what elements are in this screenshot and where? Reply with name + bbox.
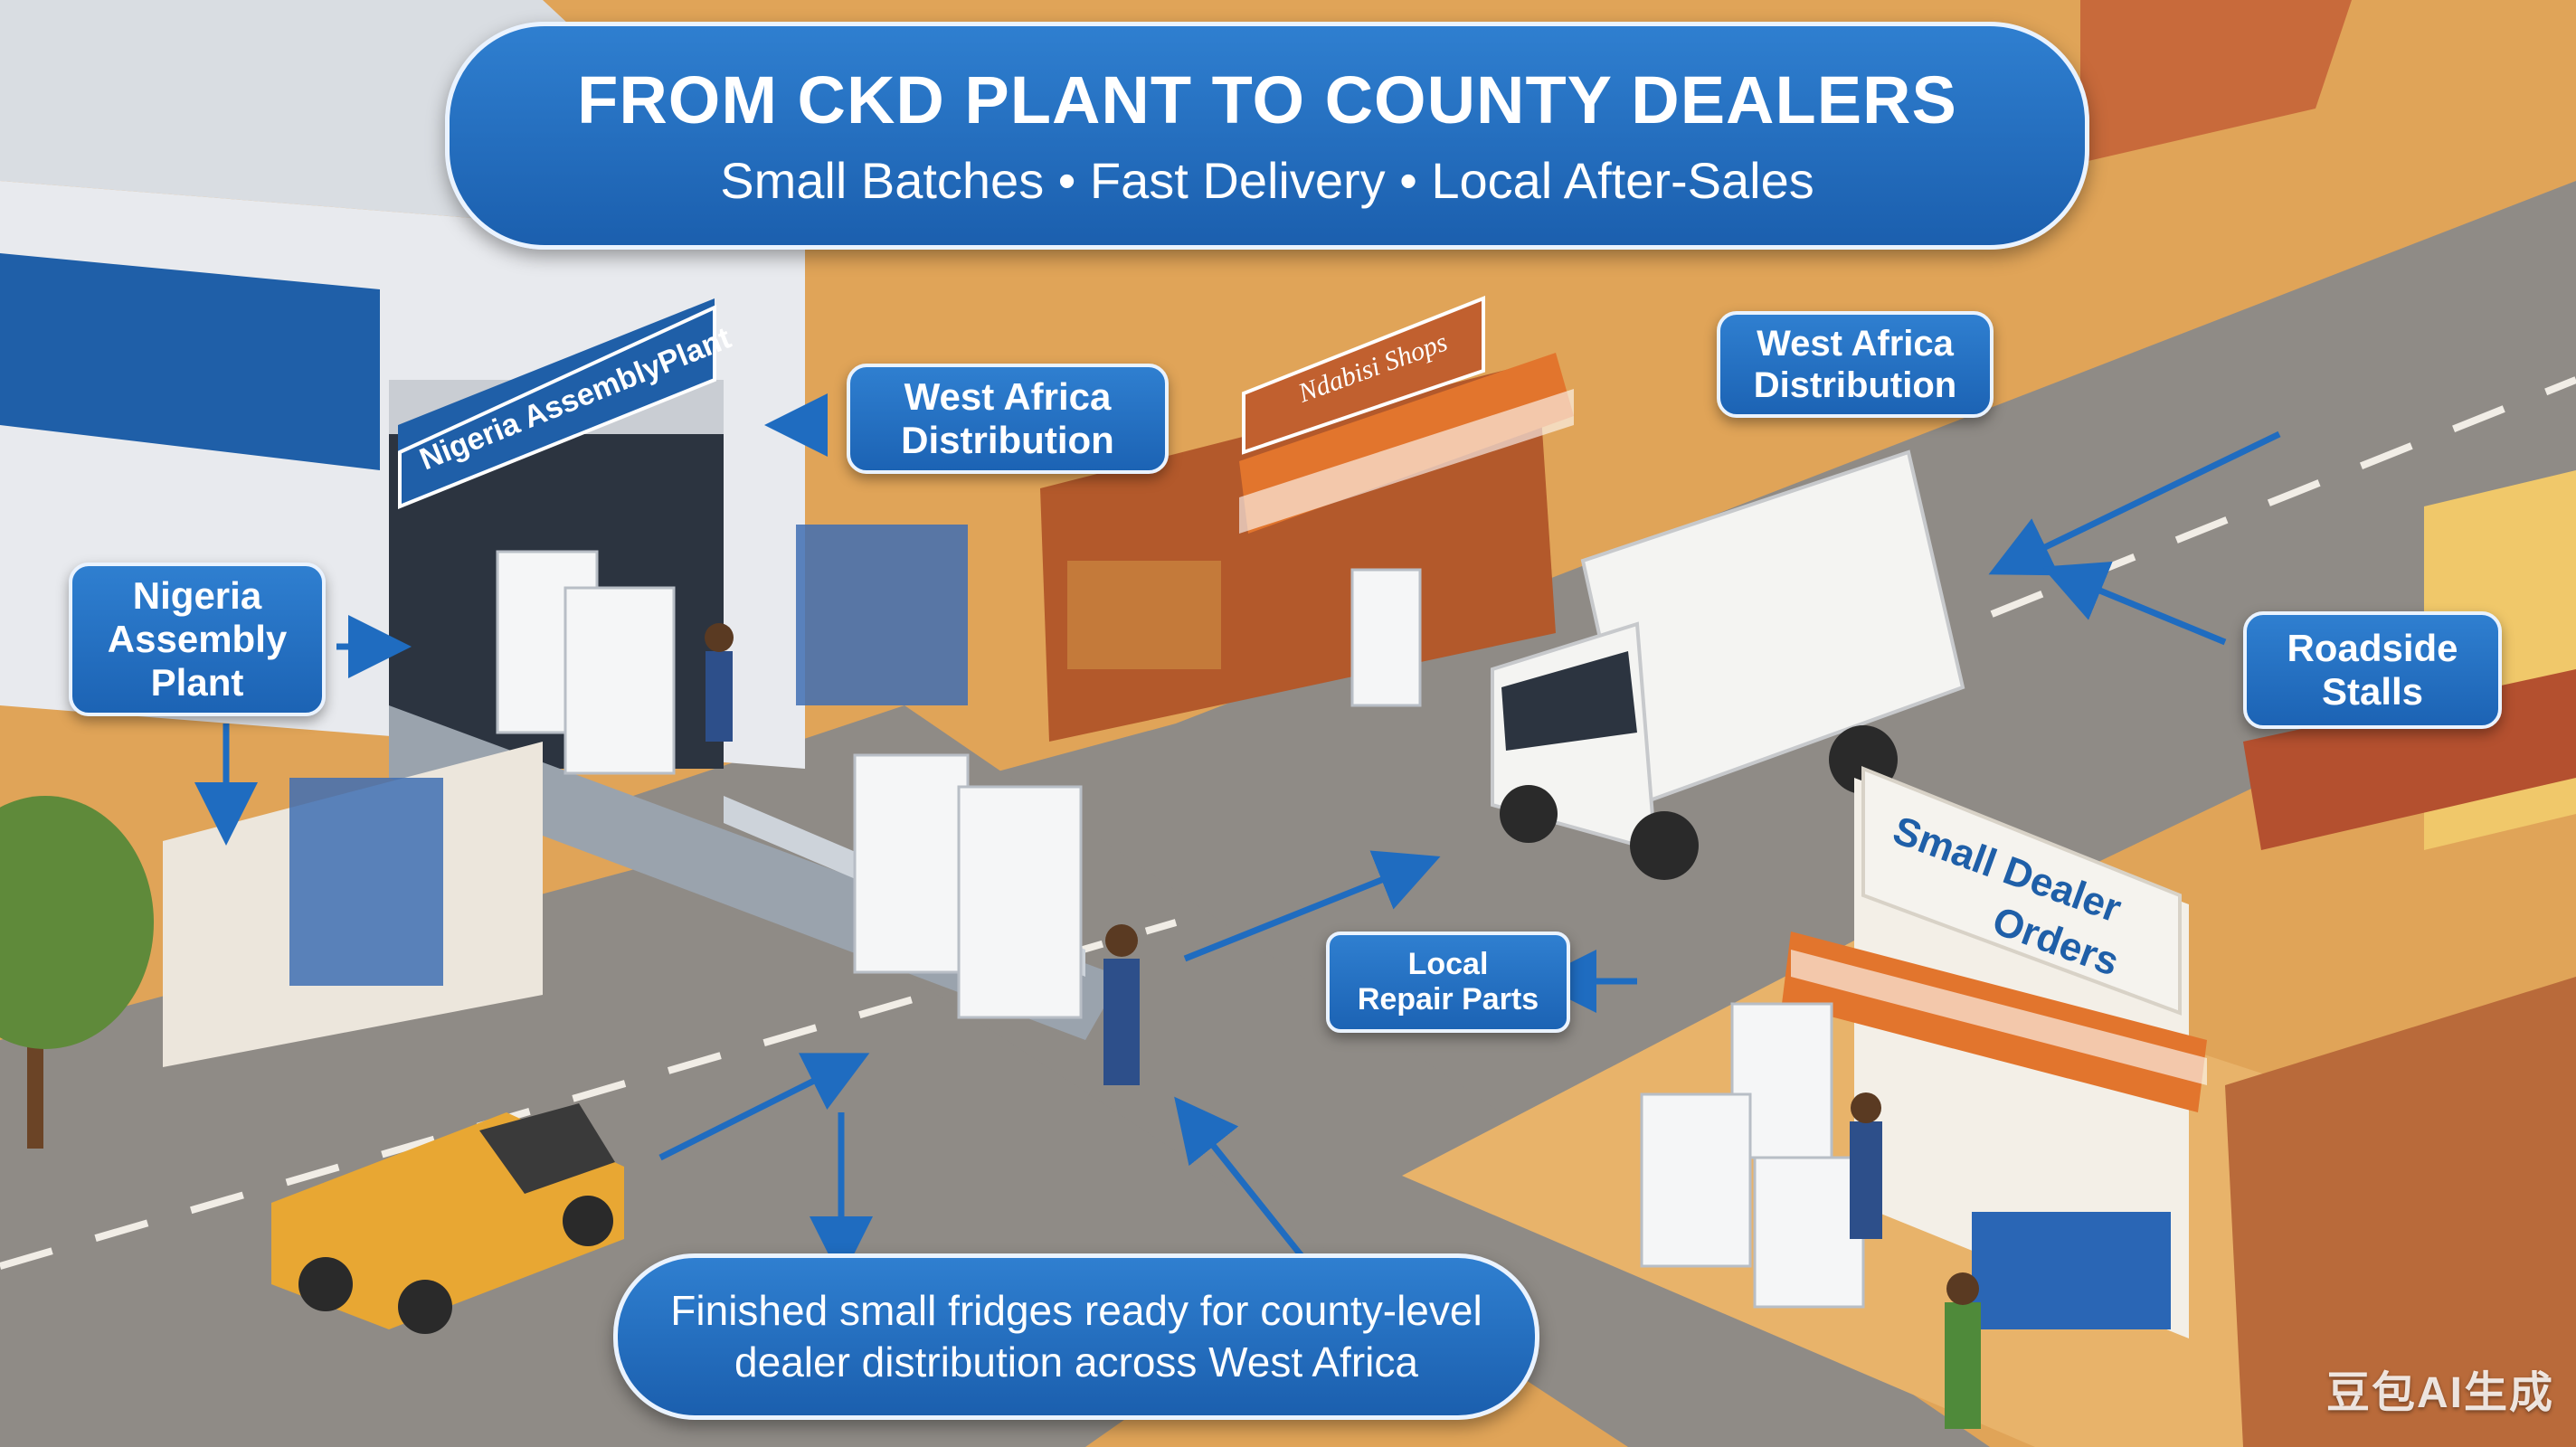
flow-arrows [194,393,2281,1280]
callout-distribution-left-line2: Distribution [901,419,1114,461]
road-main [0,181,2576,1447]
market-stall [1040,353,1574,742]
callout-distribution-left-line1: West Africa [904,374,1112,418]
callout-assembly-plant-line2: Assembly [107,617,288,660]
delivery-truck [1491,449,1965,880]
callout-roadside-stalls-line2: Stalls [2321,670,2424,713]
workers [705,623,1981,1429]
fridges-on-conveyor [496,550,1083,1019]
gate-and-wall [163,525,968,1067]
callout-distribution-right: West Africa Distribution [1717,311,1994,418]
caption-box: Finished small fridges ready for county-… [613,1253,1539,1420]
callout-distribution-right-line2: Distribution [1753,365,1957,405]
callout-distribution-left: West Africa Distribution [847,364,1169,474]
caption-line1: Finished small fridges ready for county-… [670,1286,1482,1334]
watermark: 豆包AI生成 [2325,1369,2554,1417]
callout-repair-parts-line2: Repair Parts [1357,982,1539,1017]
sign-boards [398,296,2182,1016]
page-title: FROM CKD PLANT TO COUNTY DEALERS [577,62,1957,137]
pickup-truck [271,1103,624,1334]
callout-roadside-stalls-line1: Roadside [2287,626,2458,669]
callout-assembly-plant-line1: Nigeria [132,573,262,617]
tree [0,796,154,1149]
callout-assembly-plant: Nigeria Assembly Plant [69,563,326,716]
page-subtitle: Small Batches • Fast Delivery • Local Af… [720,152,1814,209]
callout-assembly-plant-line3: Plant [150,661,244,705]
title-banner: FROM CKD PLANT TO COUNTY DEALERS Small B… [445,22,2089,250]
callout-roadside-stalls: Roadside Stalls [2243,611,2502,729]
callout-distribution-right-line1: West Africa [1757,324,1954,364]
callout-repair-parts-line1: Local [1407,946,1489,981]
callout-repair-parts: Local Repair Parts [1326,932,1570,1033]
caption-line2: dealer distribution across West Africa [734,1338,1418,1386]
